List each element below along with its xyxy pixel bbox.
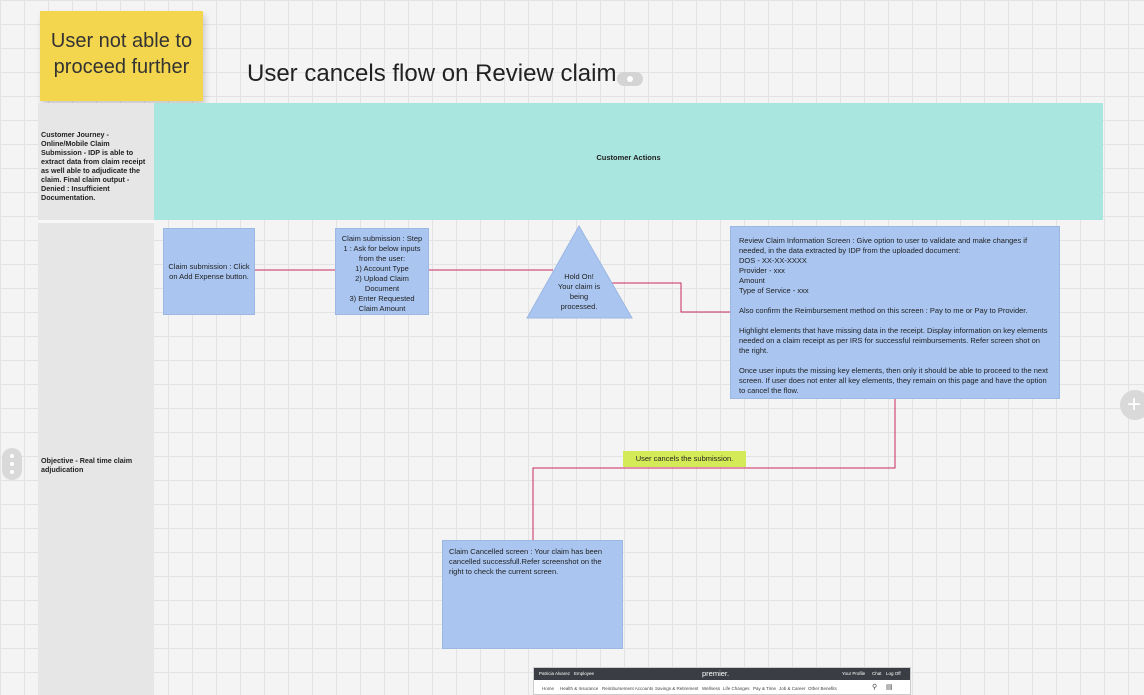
claim-cancelled-node[interactable]: Claim Cancelled screen : Your claim has … [442,540,623,649]
screenshot-nav-item: Health & Insurance [560,686,599,691]
step1-line: Claim Amount [358,304,406,313]
review-line: Highlight elements that have missing dat… [739,326,1050,355]
toggle-handle-icon[interactable] [617,72,643,86]
hold-on-line: Hold On! [564,272,594,281]
board-title[interactable]: User cancels flow on Review claim [247,60,617,87]
add-icon[interactable]: + [1120,390,1144,420]
cart-icon: ▤ [886,684,893,691]
step1-node[interactable]: Claim submission : Step 1 : Ask for belo… [335,228,429,315]
hold-on-line: Your claim is [557,282,601,291]
screenshot-nav-item: Wellness [702,686,721,691]
lane-label-column [38,103,154,695]
step1-line: Claim submission : Step [341,234,423,243]
screenshot-link: Log Off [886,671,901,676]
hold-on-line: processed. [560,302,598,311]
review-line: Also confirm the Reimbursement method on… [739,306,1028,315]
screenshot-nav-item: Pay & Time [753,686,777,691]
lane-divider [38,220,154,223]
more-options-icon[interactable] [2,448,22,480]
step1-line: Document [364,284,400,293]
screenshot-link: Chat [872,671,882,676]
step1-line: 1) Account Type [355,264,409,273]
step1-line: from the user: [358,254,406,263]
claim-submission-node[interactable]: Claim submission : Click on Add Expense … [163,228,255,315]
screenshot-nav-item: Reimbursement Accounts [602,686,654,691]
step1-line: 3) Enter Requested [349,294,415,303]
customer-actions-label: Customer Actions [596,153,661,162]
review-line: Type of Service - xxx [739,286,809,295]
hold-on-text[interactable]: Hold On! Your claim is being processed. [540,272,618,312]
screenshot-header: Patricia Alvarez Employee premier. Your … [534,668,910,680]
step1-line: 2) Upload Claim [355,274,409,283]
sticky-note-text: User not able to proceed further [50,30,193,78]
review-line: DOS - XX-XX-XXXX [739,256,807,265]
claim-submission-text: Claim submission : Click on Add Expense … [168,261,250,281]
sticky-note[interactable]: User not able to proceed further [40,11,203,101]
screenshot-role: Employee [574,671,595,676]
search-icon: ⚲ [872,684,878,691]
embedded-screenshot[interactable]: Patricia Alvarez Employee premier. Your … [533,667,911,695]
review-line: Amount [739,276,765,285]
review-line: Review Claim Information Screen : Give o… [739,236,1030,255]
customer-actions-header[interactable] [154,103,1103,220]
review-line: Provider - xxx [739,266,785,275]
lane-label-objective: Objective - Real time claim adjudication [41,456,133,474]
screenshot-nav-item: Home [542,686,555,691]
step1-line: 1 : Ask for below inputs [343,244,421,253]
screenshot-brand: premier. [702,669,730,678]
screenshot-nav: Home Health & Insurance Reimbursement Ac… [534,682,910,694]
review-line [739,316,1051,326]
lane-label-journey: Customer Journey - Online/Mobile Claim S… [41,130,146,202]
review-claim-node[interactable]: Review Claim Information Screen : Give o… [730,226,1060,399]
screenshot-nav-item: Life Changes [723,686,750,691]
screenshot-nav-item: Savings & Retirement [655,686,699,691]
review-line: Once user inputs the missing key element… [739,366,1051,395]
cancel-submission-label[interactable]: User cancels the submission. [623,451,746,467]
connector-review-to-cancelled [532,399,896,540]
review-line [739,356,1051,366]
screenshot-link: Your Profile [842,671,866,676]
review-line [739,296,1051,306]
screenshot-user: Patricia Alvarez [539,671,571,676]
screenshot-nav-item: Other Benefits [808,686,837,691]
claim-cancelled-text: Claim Cancelled screen : Your claim has … [449,547,602,576]
hold-on-line: being [569,292,589,301]
screenshot-nav-item: Job & Career [779,686,806,691]
connector-holdon-to-review [607,282,730,313]
